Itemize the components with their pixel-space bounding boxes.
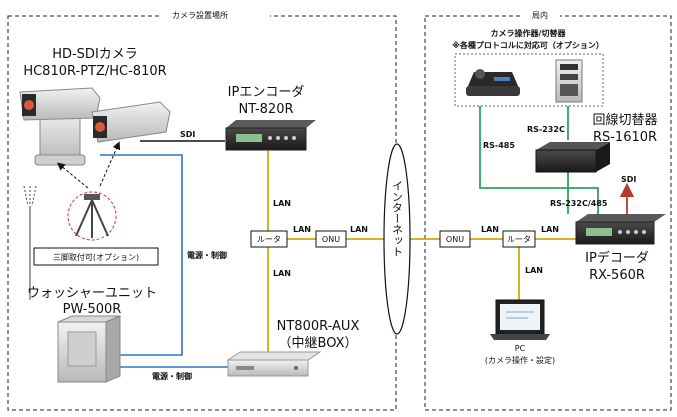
encoder-title-1: IPエンコーダ [228, 85, 305, 100]
tripod-arrow-ptz [56, 162, 89, 189]
camera-title-1: HD-SDIカメラ [52, 47, 138, 62]
internet-label: インターネット [391, 180, 404, 257]
camera-site-title: カメラ設置場所 [172, 10, 228, 20]
controller-title-1: カメラ操作器/切替器 [491, 28, 567, 38]
tripod-option-box [33, 247, 159, 266]
rs485-label: RS-485 [483, 141, 515, 150]
washer-title-2: PW-500R [63, 302, 122, 317]
office-title: 局内 [532, 10, 548, 20]
switcher-panel [555, 59, 583, 103]
lan-label-router-onu: LAN [293, 225, 311, 234]
router-right-label: ルータ [507, 235, 531, 244]
joystick-controller [466, 69, 520, 96]
ptz-camera [19, 87, 101, 166]
pc-title-2: (カメラ操作・設定) [485, 355, 555, 365]
router-left-label: ルータ [257, 235, 281, 244]
rs485-line [479, 106, 599, 214]
power-control-line-vertical [60, 154, 183, 356]
camera-title-2: HC810R-PTZ/HC-810R [23, 64, 166, 79]
sdi-label-left: SDI [180, 130, 195, 139]
internet-cloud [383, 143, 411, 335]
lan-label-onu-net: LAN [350, 225, 368, 234]
ip-encoder [225, 120, 316, 151]
relay-box [226, 351, 322, 377]
power-control-label-bottom: 電源・制御 [152, 371, 192, 381]
decoder-title-2: RX-560R [589, 268, 645, 283]
lan-label-relay: LAN [273, 269, 291, 278]
onu-right [439, 230, 471, 248]
ip-decoder [575, 214, 666, 245]
sdi-label-right: SDI [621, 175, 636, 184]
router-left [250, 230, 288, 248]
lan-label-router-decoder: LAN [541, 225, 559, 234]
lan-label-onu-router: LAN [481, 225, 499, 234]
lan-label-pc: LAN [525, 266, 543, 275]
rs232c-label: RS-232C [527, 125, 565, 134]
encoder-title-2: NT-820R [238, 102, 293, 117]
laptop-pc [490, 299, 550, 340]
office-area [424, 15, 672, 411]
controller-title-2: ※各種プロトコルに対応可（オプション） [452, 40, 604, 50]
rs232c485-label: RS-232C/485 [550, 199, 608, 208]
tripod-arrow-box [99, 141, 121, 187]
router-right [502, 230, 536, 248]
switcher-title-2: RS-1610R [593, 130, 657, 145]
onu-right-label: ONU [446, 235, 464, 244]
relay-title-1: NT800R-AUX [277, 319, 360, 334]
box-camera [91, 101, 171, 143]
power-control-label-vertical: 電源・制御 [187, 250, 227, 260]
controller-group-box [454, 53, 604, 107]
tripod-option-label: 三脚取付可(オプション) [53, 252, 139, 262]
line-switcher [535, 142, 610, 173]
pc-title-1: PC [515, 344, 526, 353]
lan-label-encoder: LAN [273, 199, 291, 208]
relay-title-2: （中継BOX） [279, 336, 358, 351]
onu-left-label: ONU [322, 235, 340, 244]
decoder-title-1: IPデコーダ [585, 250, 649, 266]
antenna-icon [23, 185, 37, 300]
washer-unit [57, 315, 121, 383]
washer-title-1: ウォッシャーユニット [27, 286, 157, 301]
onu-left [315, 230, 347, 248]
switcher-title-1: 回線切替器 [592, 112, 657, 128]
tripod [67, 191, 117, 241]
